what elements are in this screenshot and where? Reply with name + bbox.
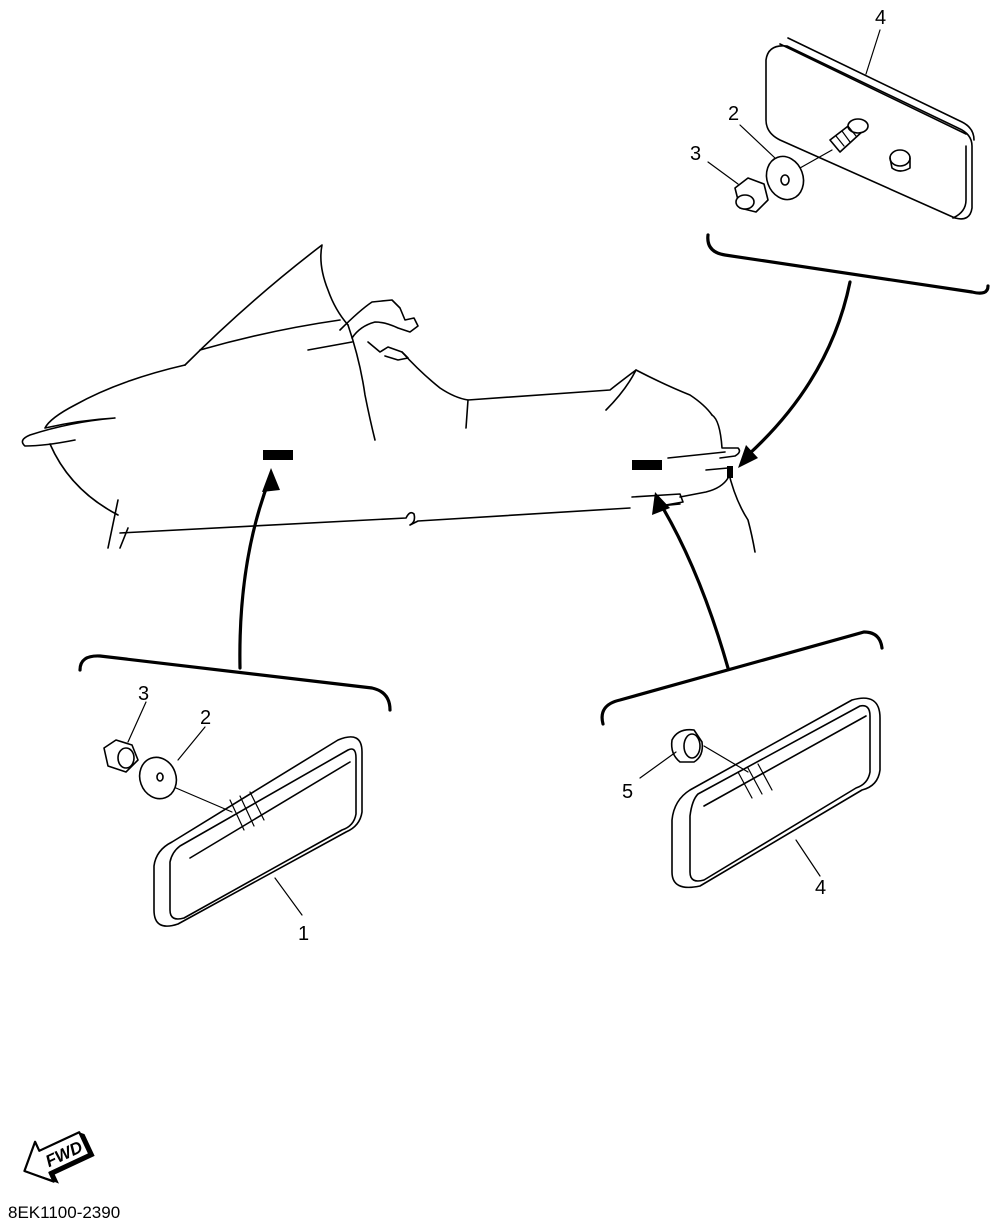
rear-pointer-arrow [738,445,758,468]
left-washer-part [138,756,178,800]
left-reflector-group: 3 2 1 [78,468,392,945]
fwd-arrow: FWD [23,1131,95,1184]
diagram-code: 8EK1100-2390 [8,1203,120,1222]
rear-washer-part [765,149,833,201]
callout-rear-washer: 2 [728,103,739,125]
left-mount-marker [263,450,293,460]
rear-nut-part [734,177,769,213]
snowmobile-outline [21,244,756,553]
right-reflector-group: 5 4 [600,492,884,899]
callout-left-reflector: 1 [298,923,309,945]
callout-rear-nut: 3 [690,143,701,165]
rear-reflector-part [765,37,975,220]
rear-mount-marker [727,466,733,478]
right-reflector-part [671,697,881,889]
callout-right-reflector: 4 [815,877,826,899]
rear-reflector-group: 4 2 3 [690,7,990,295]
right-mount-marker [632,460,662,470]
left-nut-part [103,739,139,773]
right-pointer-arrow [652,492,670,515]
callout-left-washer: 2 [200,707,211,729]
callout-left-nut: 3 [138,683,149,705]
right-collar-part [670,728,704,763]
callout-rear-reflector: 4 [875,7,886,29]
callout-right-collar: 5 [622,781,633,803]
left-reflector-part [153,736,363,927]
left-pointer-arrow [262,468,280,492]
